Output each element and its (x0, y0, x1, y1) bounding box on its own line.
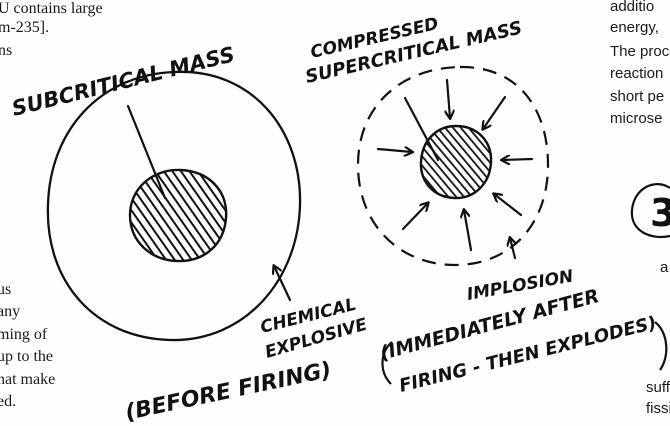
subcritical-mass-core (130, 170, 226, 261)
implosion-arrow (502, 159, 532, 160)
supercritical-mass-core (421, 126, 491, 198)
implosion-arrow (447, 80, 450, 118)
implosion-arrow (378, 149, 412, 152)
step-number: 3 (650, 191, 670, 235)
label-before-firing: (BEFORE FIRING) (123, 358, 334, 426)
supercritical-pointer-line (405, 98, 438, 160)
implosion-arrow (483, 97, 505, 129)
implosion-arrow (464, 210, 471, 250)
implosion-arrow (403, 203, 428, 229)
implosion-arrow (494, 194, 521, 215)
label-subcritical-mass: SUBCRITICAL MASS (9, 42, 237, 121)
